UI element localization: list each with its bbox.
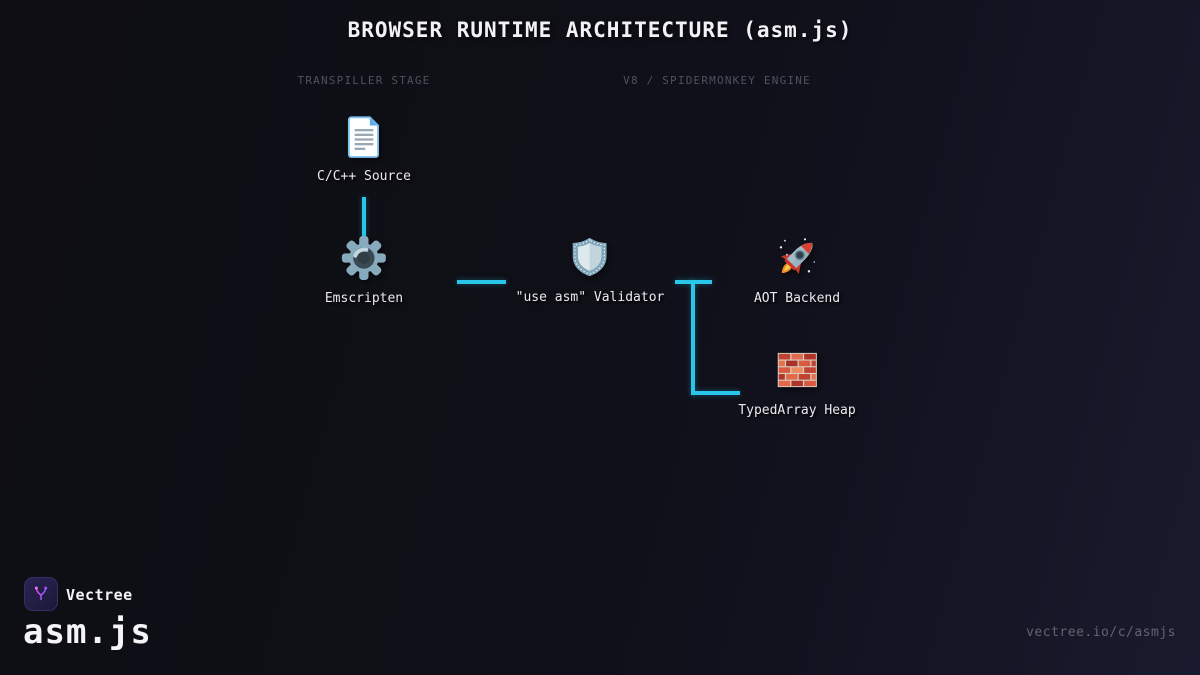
branch-v-icon (34, 586, 48, 601)
section-label-transpiller-stage: TRANSPILLER STAGE (297, 74, 431, 87)
rocket-icon (773, 234, 821, 282)
page-title: BROWSER RUNTIME ARCHITECTURE (asm.js) (347, 18, 853, 42)
node-typedarray-heap: TypedArray Heap (738, 346, 856, 418)
topic-title: asm.js (23, 612, 152, 652)
brand-name: Vectree (66, 586, 133, 604)
node-label: Emscripten (324, 291, 404, 306)
gear-icon (340, 234, 388, 282)
vectree-logo (24, 577, 58, 611)
node-label: C/C++ Source (317, 169, 411, 184)
brick-wall-icon (773, 346, 821, 394)
shield-icon (566, 233, 614, 281)
section-label-engine: V8 / SPIDERMONKEY ENGINE (623, 74, 811, 87)
node-label: "use asm" Validator (515, 290, 665, 305)
connector-emscripten-to-validator (457, 280, 506, 284)
share-url: vectree.io/c/asmjs (1026, 625, 1176, 640)
document-icon (340, 112, 388, 160)
node-emscripten: Emscripten (325, 234, 403, 306)
node-use-asm-validator: "use asm" Validator (515, 233, 665, 305)
node-label: TypedArray Heap (738, 403, 856, 418)
connector-validator-to-heap-vertical (691, 280, 695, 395)
node-aot-backend: AOT Backend (754, 234, 840, 306)
connector-source-to-emscripten (362, 197, 366, 237)
node-cpp-source: C/C++ Source (317, 112, 411, 184)
connector-validator-to-heap-horizontal (691, 391, 740, 395)
node-label: AOT Backend (753, 291, 841, 306)
